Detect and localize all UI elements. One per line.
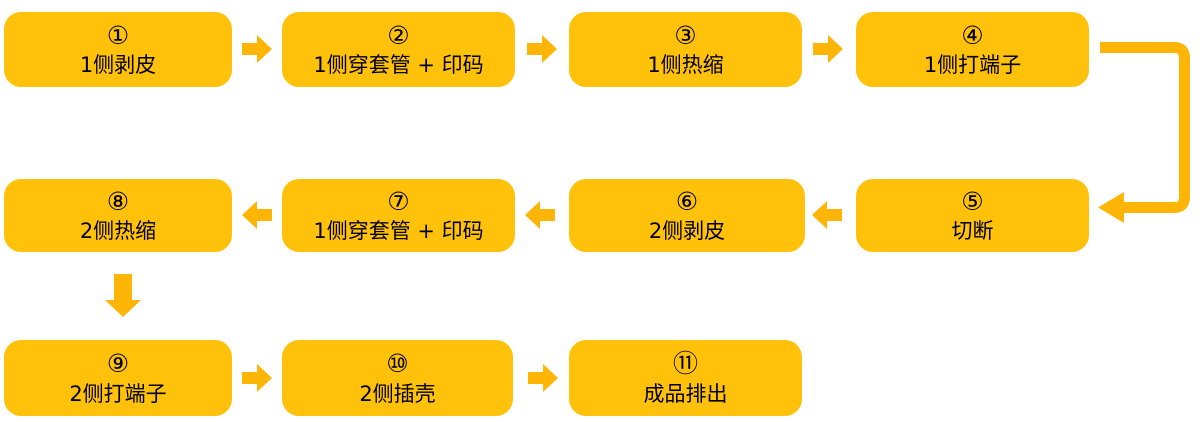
node-label: 切断 [951,219,994,244]
flow-node-7: ⑦ 1侧穿套管 + 印码 [282,179,515,252]
node-label: 2侧热缩 [79,219,157,244]
flow-node-3: ③ 1侧热缩 [569,12,802,87]
node-number: ① [106,20,130,50]
arrow-right-icon [527,35,557,63]
arrow-left-icon [242,201,272,229]
node-label: 1侧穿套管 + 印码 [313,219,484,244]
flow-node-4: ④ 1侧打端子 [856,12,1089,87]
node-number: ⑥ [675,186,699,216]
node-number: ⑦ [387,186,410,216]
node-number: ⑪ [672,349,698,379]
flow-node-5: ⑤ 切断 [856,179,1089,252]
node-number: ⑤ [961,186,984,216]
node-label: 2侧插壳 [359,381,436,406]
node-number: ⑩ [386,349,409,379]
flow-node-8: ⑧ 2侧热缩 [4,179,232,252]
elbow-connector-arrow [1098,42,1190,223]
node-number: ③ [674,20,697,50]
node-label: 1侧打端子 [923,53,1022,78]
arrow-left-icon [812,201,842,229]
node-number: ② [387,20,410,50]
flow-node-10: ⑩ 2侧插壳 [282,340,513,416]
node-number: ④ [961,20,984,50]
arrow-left-icon [525,201,555,229]
node-number: ⑨ [106,349,130,379]
arrow-right-icon [242,364,272,392]
flow-node-11: ⑪ 成品排出 [569,340,802,416]
flow-node-6: ⑥ 2侧剥皮 [569,179,805,252]
flow-node-9: ⑨ 2侧打端子 [4,340,232,416]
node-label: 1侧热缩 [647,53,724,78]
node-label: 1侧穿套管 + 印码 [313,53,484,78]
arrow-down-icon [105,274,141,317]
node-label: 2侧剥皮 [648,219,726,244]
arrow-right-icon [528,364,558,392]
arrow-right-icon [813,35,843,63]
flow-node-2: ② 1侧穿套管 + 印码 [282,12,515,87]
flow-node-1: ① 1侧剥皮 [4,12,232,87]
node-number: ⑧ [106,186,130,216]
node-label: 成品排出 [643,381,728,406]
node-label: 1侧剥皮 [79,53,157,78]
node-label: 2侧打端子 [69,381,167,406]
arrow-right-icon [242,35,272,63]
